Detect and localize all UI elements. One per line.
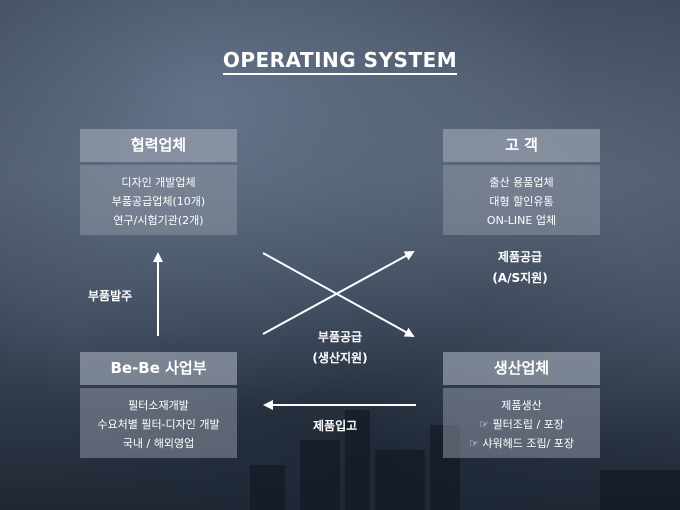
manufacturer-box-title: 생산업체	[443, 352, 600, 385]
partner-box-body: 디자인 개발업체 부품공급업체(10개) 연구/시험기관(2개)	[80, 165, 237, 235]
parts-supply-sub: (생산지원)	[312, 351, 368, 365]
bebe-item: 필터소재개발	[128, 399, 189, 412]
manufacturer-item: ☞ 필터조립 / 포장	[479, 418, 564, 431]
product-supply-line: 제품공급	[497, 250, 543, 264]
parts-supply-label: 부품공급 (생산지원)	[290, 328, 390, 366]
partner-box: 협력업체 디자인 개발업체 부품공급업체(10개) 연구/시험기관(2개)	[80, 129, 237, 235]
supply-arrow-to-manufacturer	[262, 252, 415, 337]
partner-item: 연구/시험기관(2개)	[113, 214, 204, 227]
manufacturer-box-body: 제품생산 ☞ 필터조립 / 포장 ☞ 샤워헤드 조립/ 포장	[443, 388, 600, 458]
bebe-box-title: Be-Be 사업부	[80, 352, 237, 385]
customer-box-body: 출산 용품업체 대형 할인유통 ON-LINE 업체	[443, 165, 600, 235]
customer-item: ON-LINE 업체	[486, 214, 557, 227]
bebe-box-body: 필터소재개발 수요처별 필터-디자인 개발 국내 / 해외영업	[80, 388, 237, 458]
manufacturer-item: 제품생산	[501, 399, 542, 412]
manufacturer-box: 생산업체 제품생산 ☞ 필터조립 / 포장 ☞ 샤워헤드 조립/ 포장	[443, 352, 600, 458]
partner-item: 디자인 개발업체	[121, 176, 196, 189]
product-inbound-label: 제품입고	[313, 419, 358, 433]
partner-box-title: 협력업체	[80, 129, 237, 162]
parts-supply-line: 부품공급	[317, 330, 363, 344]
bebe-item: 국내 / 해외영업	[122, 437, 195, 450]
bebe-division-box: Be-Be 사업부 필터소재개발 수요처별 필터-디자인 개발 국내 / 해외영…	[80, 352, 237, 458]
customer-item: 대형 할인유통	[489, 195, 554, 208]
customer-box: 고 객 출산 용품업체 대형 할인유통 ON-LINE 업체	[443, 129, 600, 235]
product-supply-sub: (A/S지원)	[492, 271, 548, 285]
manufacturer-item: ☞ 샤워헤드 조립/ 포장	[468, 437, 575, 450]
page-title: OPERATING SYSTEM	[0, 48, 680, 75]
bebe-item: 수요처별 필터-디자인 개발	[97, 418, 220, 431]
order-parts-label: 부품발주	[88, 289, 133, 303]
customer-item: 출산 용품업체	[489, 176, 554, 189]
supply-arrow-to-customer	[262, 251, 415, 335]
customer-box-title: 고 객	[443, 129, 600, 162]
partner-item: 부품공급업체(10개)	[111, 195, 206, 208]
product-supply-label: 제품공급 (A/S지원)	[470, 248, 570, 286]
